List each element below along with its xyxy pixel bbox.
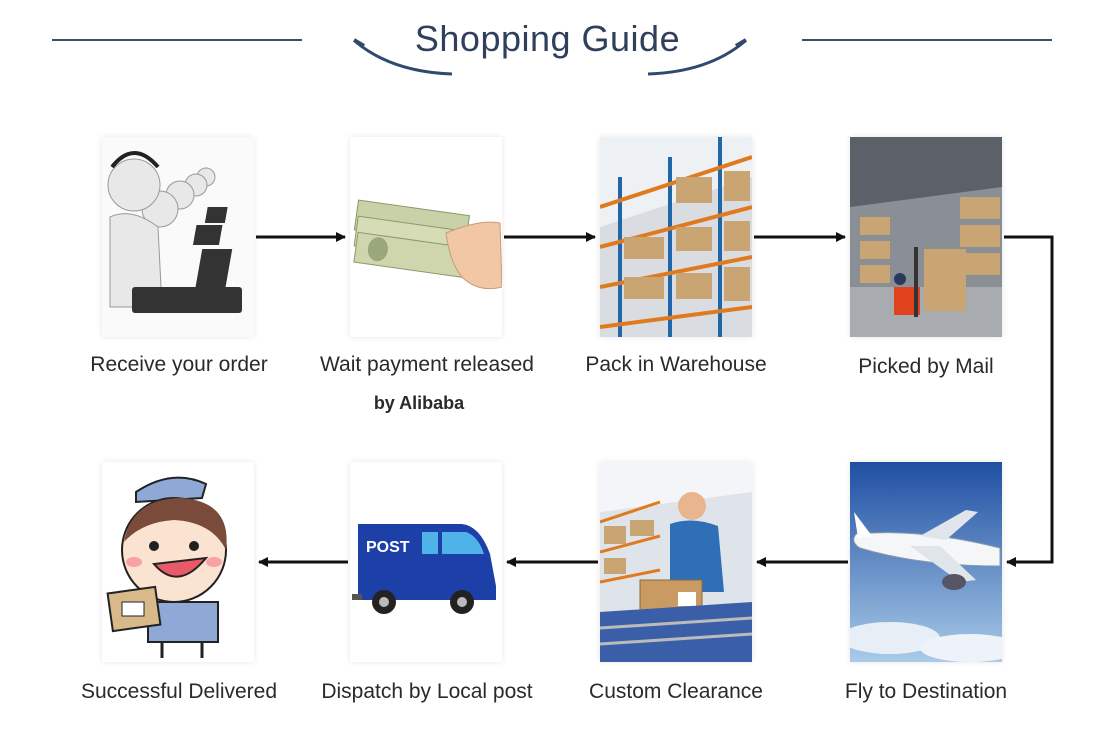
cash-in-hand-icon (350, 137, 502, 337)
step-label-successful-delivered: Successful Delivered (80, 680, 278, 703)
van-post-text: POST (366, 539, 410, 556)
step-label-wait-payment: Wait payment released (320, 353, 534, 376)
step-card-receive-order (102, 137, 254, 337)
step-label-custom-clearance: Custom Clearance (589, 680, 763, 703)
title-swash-right (647, 38, 748, 76)
step-card-pack-warehouse (600, 137, 752, 337)
step-label-dispatch-local-post: Dispatch by Local post (321, 680, 533, 703)
worker-packing-box-icon (600, 462, 752, 662)
step-card-fly-destination (850, 462, 1002, 662)
step-label-picked-mail: Picked by Mail (858, 355, 994, 378)
post-van-icon: POST (350, 462, 502, 662)
airplane-icon (850, 462, 1002, 662)
step-card-wait-payment (350, 137, 502, 337)
step-label-receive-order: Receive your order (90, 353, 268, 376)
step-card-dispatch-local-post: POST (350, 462, 502, 662)
step-card-successful-delivered (102, 462, 254, 662)
customer-service-agents-icon (102, 137, 254, 337)
arrow-4-to-5 (1004, 235, 1054, 567)
header-rule-right (802, 39, 1052, 41)
page-title: Shopping Guide (414, 18, 681, 59)
header-rule-left (52, 39, 302, 41)
step-card-picked-mail (850, 137, 1002, 337)
step-label-pack-warehouse: Pack in Warehouse (585, 353, 767, 376)
warehouse-shelves-icon (600, 137, 752, 337)
step-sublabel-wait-payment: by Alibaba (373, 393, 465, 413)
step-card-custom-clearance (600, 462, 752, 662)
title-swash-left (352, 38, 453, 76)
delivery-boy-cartoon-icon (102, 462, 254, 662)
forklift-warehouse-icon (850, 137, 1002, 337)
step-label-fly-destination: Fly to Destination (844, 680, 1008, 703)
